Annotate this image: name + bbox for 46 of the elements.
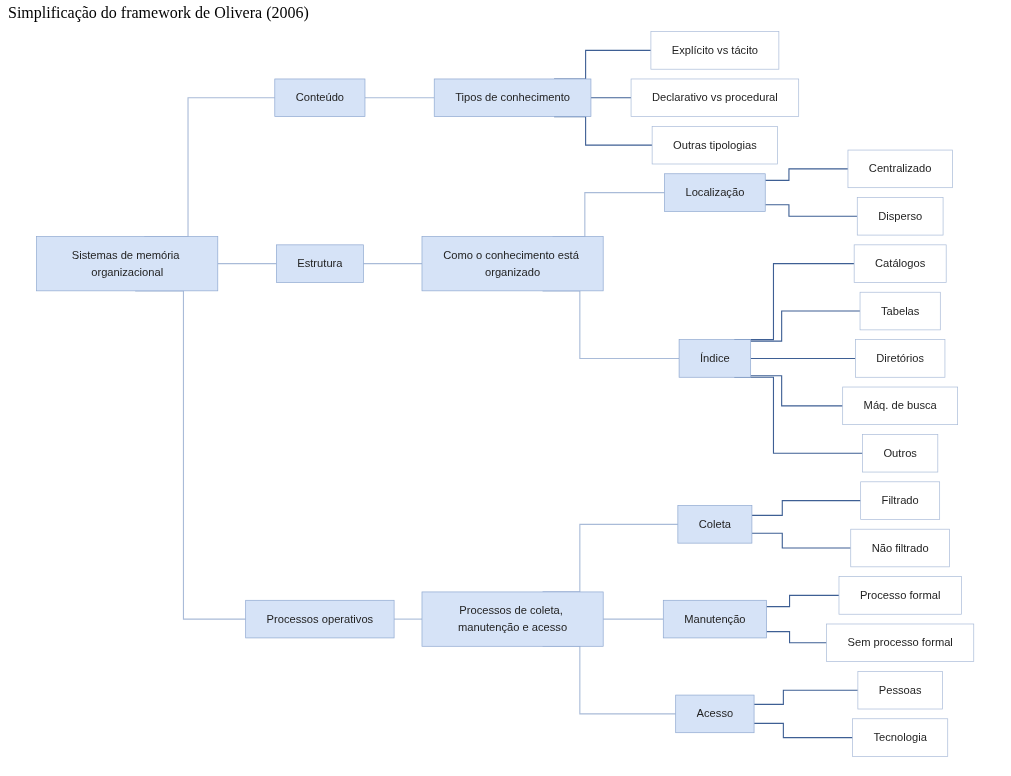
node-box: Outros [862,434,939,473]
node-box: Tipos de conhecimento [434,78,592,117]
connector [766,631,828,644]
node-box: Diretórios [855,339,946,378]
node-box: Outras tipologias [652,126,779,165]
connector [753,722,854,739]
connector [750,375,844,407]
connector [602,618,665,620]
connector [364,97,436,99]
node-box: Como o conhecimento está organizado [421,236,604,292]
connector [750,357,857,359]
node-box: Explícito vs tácito [650,31,780,70]
node-box: Manutenção [663,599,768,639]
node-box: Estrutura [276,244,365,283]
node-box: Sem processo formal [826,623,975,662]
connector [751,500,862,516]
node-box: Localização [664,173,766,212]
connector [765,204,859,217]
node-box: Não filtrado [850,528,951,568]
connector [753,689,859,705]
connector [217,263,278,265]
node-box: Centralizado [847,149,954,189]
node-box: Pessoas [857,671,944,710]
node-box: Processos operativos [245,599,395,639]
node-box: Tecnologia [852,718,949,757]
node-box: Filtrado [860,481,941,520]
node-box: Sistemas de memória organizacional [36,236,219,292]
node-box: Processos de coleta, manutenção e acesso [421,591,604,647]
connector [590,97,632,99]
node-box: Máq. de busca [842,386,959,425]
node-box: Conteúdo [274,78,366,117]
node-box: Disperso [857,197,944,236]
connector [750,310,861,342]
diagram-title: Simplificação do framework de Olivera (2006) [7,3,310,24]
node-box: Coleta [677,505,753,544]
connector [363,263,423,265]
node-box: Acesso [675,694,755,734]
connector [393,618,423,620]
connector [751,532,852,549]
node-box: Processo formal [838,576,963,615]
node-box: Índice [679,339,752,378]
connector [765,168,849,181]
node-box: Catálogos [854,244,947,283]
node-box: Declarativo vs procedural [631,78,800,117]
connector [766,594,840,608]
node-box: Tabelas [860,291,941,331]
